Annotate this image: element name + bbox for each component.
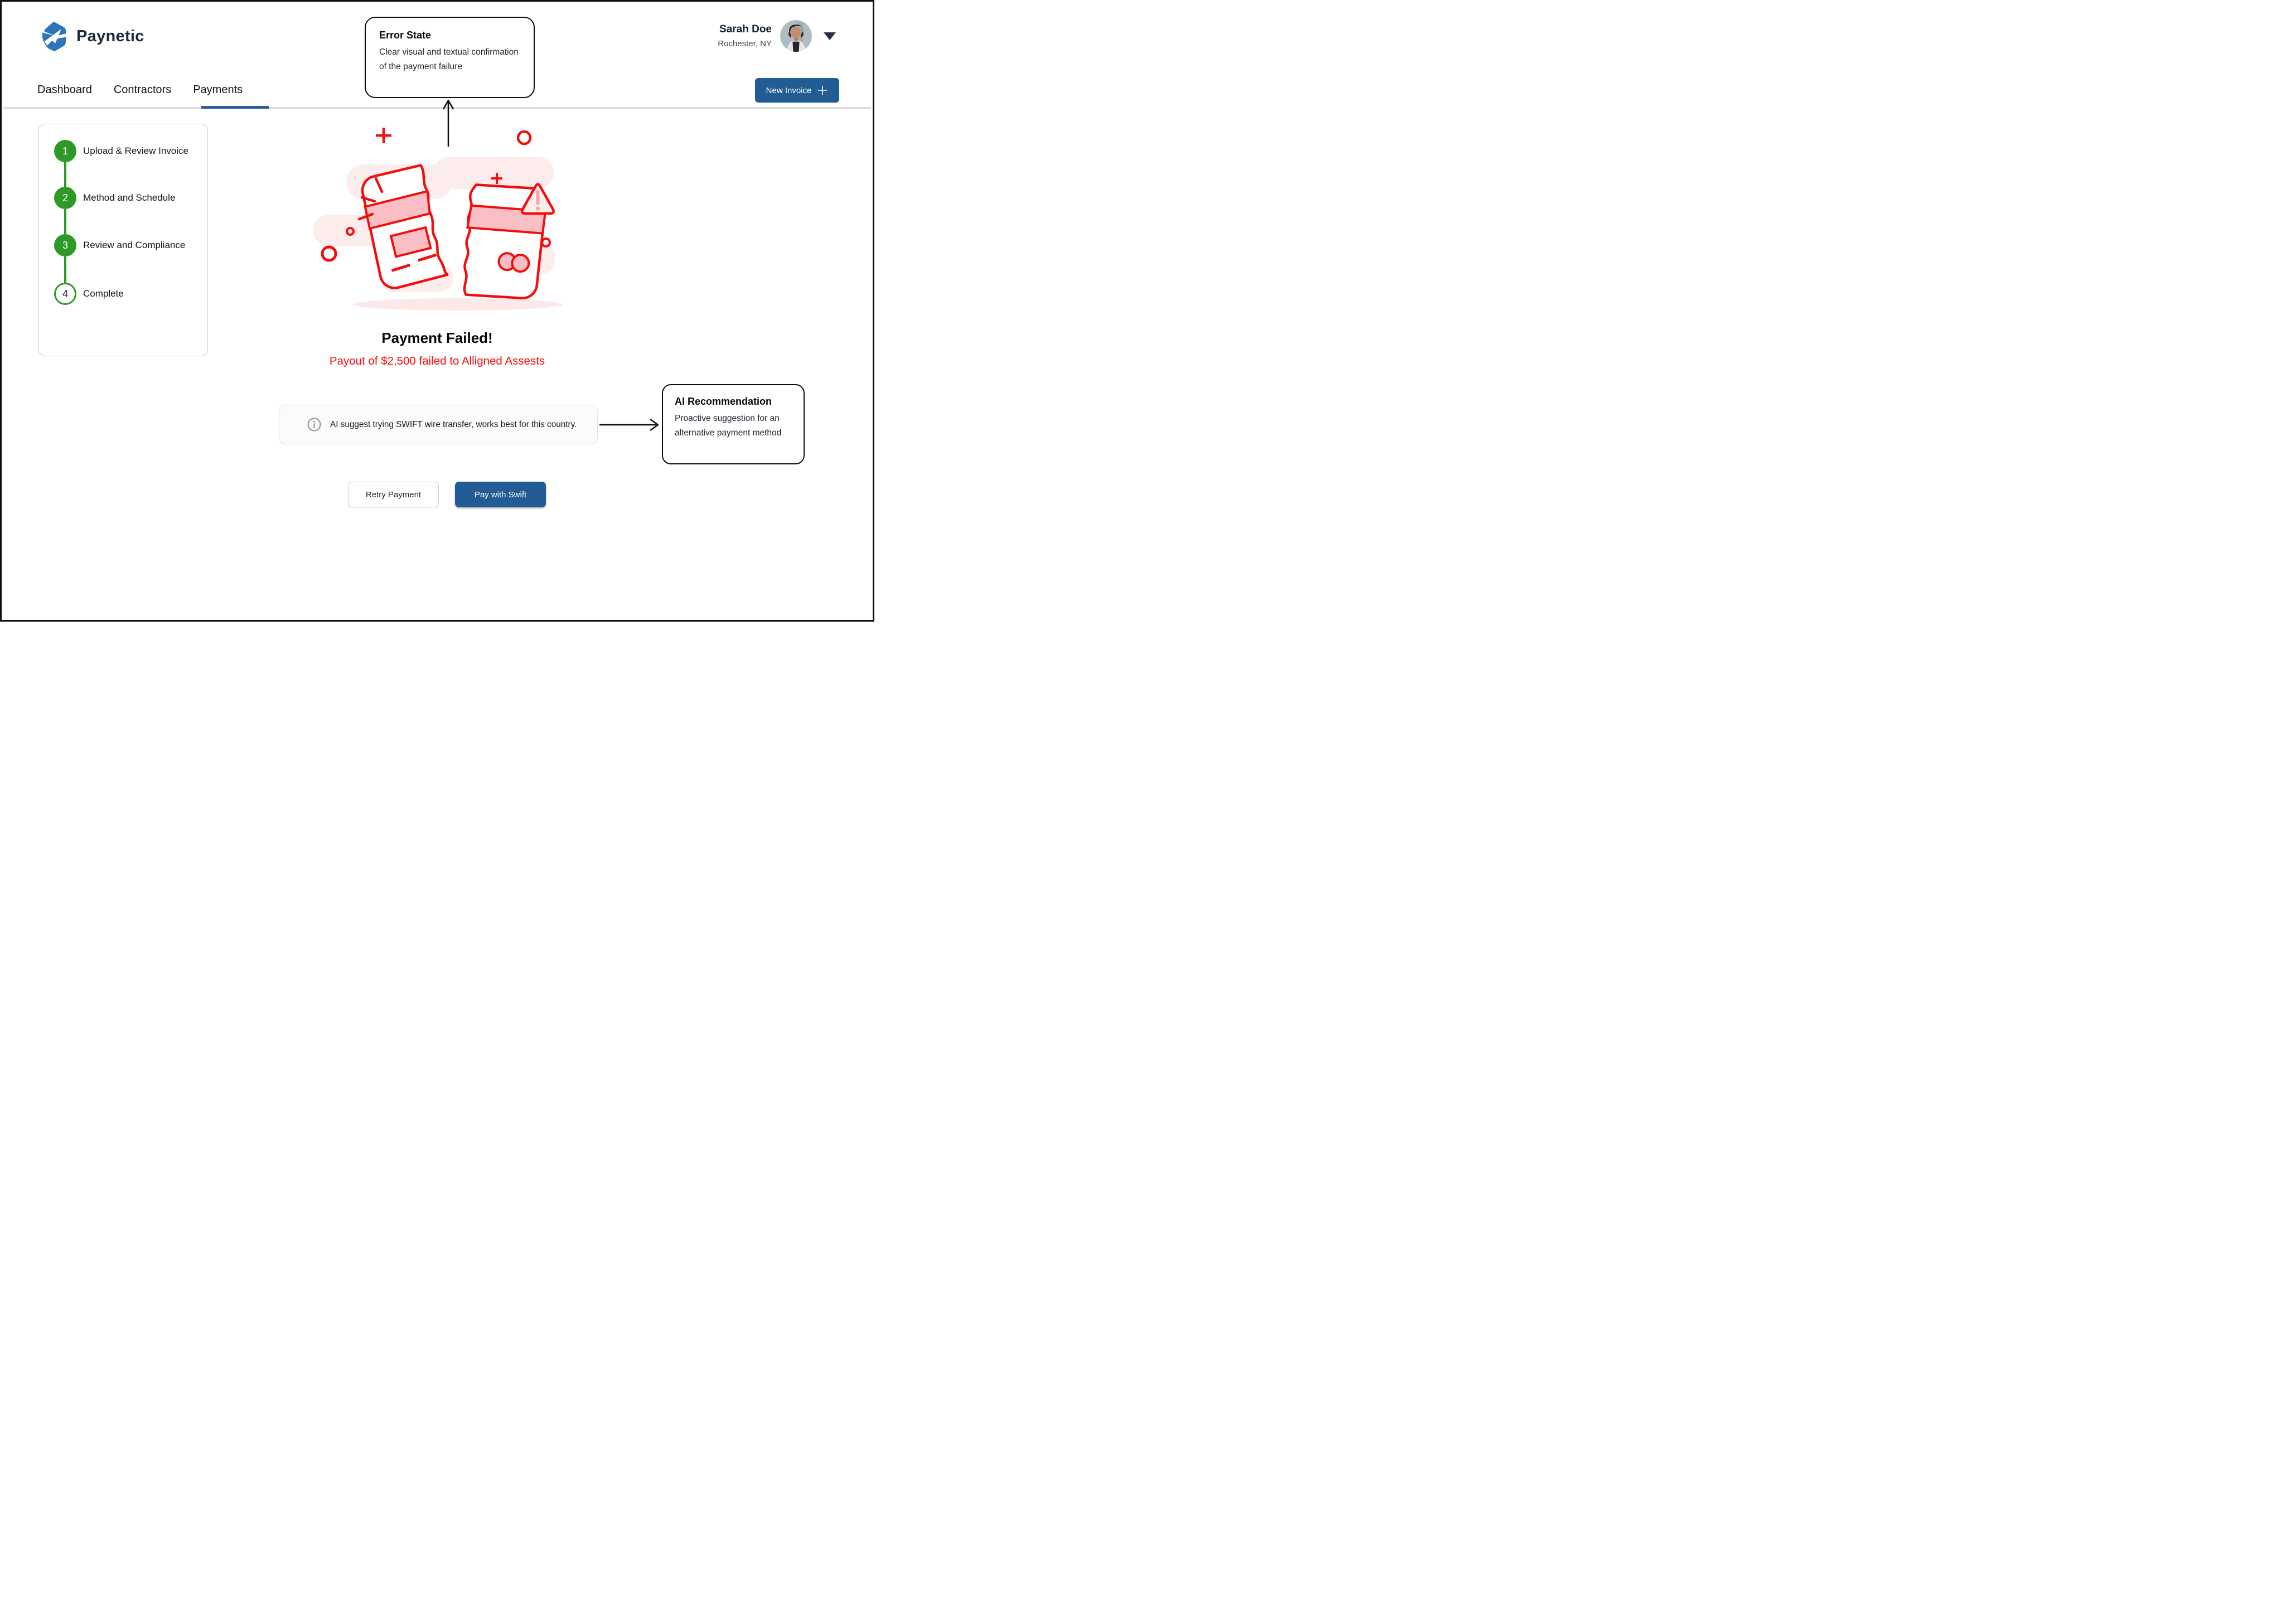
tab-payments[interactable]: Payments xyxy=(193,84,243,96)
payment-stepper: 1 Upload & Review Invoice 2 Method and S… xyxy=(38,124,208,356)
error-state-body: Clear visual and textual confirmation of… xyxy=(379,47,519,72)
nav-divider xyxy=(3,107,871,109)
chevron-down-icon[interactable] xyxy=(824,32,836,40)
app-window: Paynetic Sarah Doe Rochester, NY Dashb xyxy=(0,0,874,622)
step-1-circle[interactable]: 1 xyxy=(54,140,76,162)
error-state-title: Error State xyxy=(379,30,432,41)
annotation-arrow-right xyxy=(599,418,659,432)
step-2-circle[interactable]: 2 xyxy=(54,187,76,209)
decorative-shapes xyxy=(321,128,551,262)
torn-card-left xyxy=(361,164,449,289)
step-1-label: Upload & Review Invoice xyxy=(83,146,188,156)
step-4-label: Complete xyxy=(83,288,124,299)
annotation-arrow-up xyxy=(442,99,454,147)
step-connector xyxy=(64,256,66,283)
user-name: Sarah Doe xyxy=(719,23,772,35)
warning-triangle-icon xyxy=(521,183,555,215)
shadow xyxy=(353,298,563,311)
info-icon xyxy=(307,418,321,432)
pay-with-swift-button[interactable]: Pay with Swift xyxy=(455,482,546,507)
spark-lines xyxy=(357,177,384,221)
step-4-circle[interactable]: 4 xyxy=(54,283,76,305)
avatar[interactable] xyxy=(780,20,812,52)
failure-message: Payout of $2,500 failed to Alligned Asse… xyxy=(329,355,545,367)
user-location: Rochester, NY xyxy=(718,39,772,49)
user-menu[interactable]: Sarah Doe Rochester, NY xyxy=(718,20,836,52)
step-connector xyxy=(64,162,66,187)
step-3-circle[interactable]: 3 xyxy=(54,234,76,256)
ai-suggestion-banner: AI suggest trying SWIFT wire transfer, w… xyxy=(279,405,598,444)
ai-recommendation-callout: AI Recommendation Proactive suggestion f… xyxy=(662,384,805,464)
error-state-callout: Error State Clear visual and textual con… xyxy=(365,17,535,98)
step-connector xyxy=(64,209,66,234)
active-tab-indicator xyxy=(201,106,269,109)
paynetic-logo-icon xyxy=(42,21,66,52)
new-invoice-label: New Invoice xyxy=(766,85,812,95)
ai-suggestion-text: AI suggest trying SWIFT wire transfer, w… xyxy=(330,419,577,429)
ai-recommendation-body: Proactive suggestion for an alternative … xyxy=(675,414,782,438)
brand-name: Paynetic xyxy=(76,27,144,45)
brand-logo[interactable]: Paynetic xyxy=(37,21,144,52)
plus-icon xyxy=(818,86,828,95)
broken-card-illustration xyxy=(313,128,563,311)
step-3-label: Review and Compliance xyxy=(83,240,186,250)
ai-recommendation-title: AI Recommendation xyxy=(675,396,772,407)
step-2-label: Method and Schedule xyxy=(83,192,176,203)
page-title: Payment Failed! xyxy=(381,329,493,346)
retry-payment-button[interactable]: Retry Payment xyxy=(348,482,439,507)
tab-dashboard[interactable]: Dashboard xyxy=(37,84,92,96)
new-invoice-button[interactable]: New Invoice xyxy=(755,78,839,103)
main-nav: Dashboard Contractors Payments xyxy=(37,84,243,96)
tab-contractors[interactable]: Contractors xyxy=(113,84,172,96)
avatar-photo xyxy=(780,20,812,52)
